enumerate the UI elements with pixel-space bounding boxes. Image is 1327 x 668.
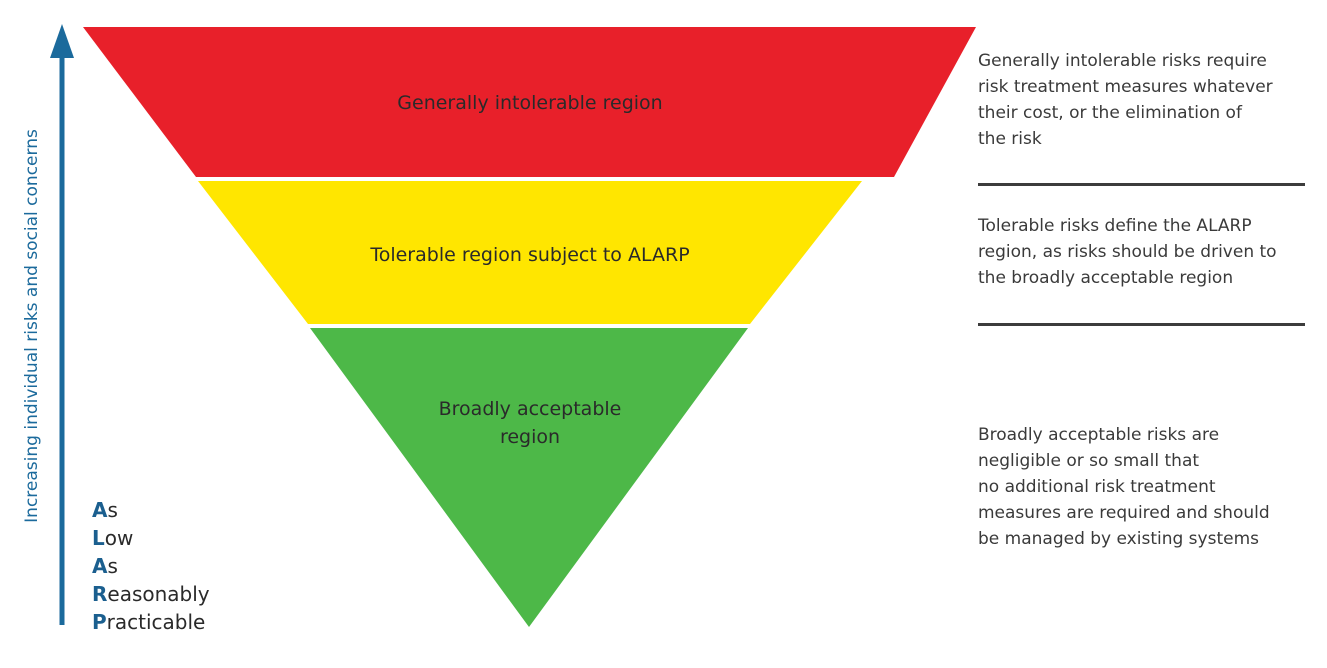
- acronym-row: As: [92, 496, 210, 524]
- acronym-row: Reasonably: [92, 580, 210, 608]
- acronym-initial: R: [92, 582, 108, 606]
- acceptable-region: [310, 328, 748, 627]
- tolerable-region: [198, 181, 862, 324]
- acceptable-region-label-line1: Broadly acceptable: [439, 398, 622, 420]
- risk-axis-arrow-head: [50, 24, 74, 58]
- tolerable-description: Tolerable risks define the ALARP region,…: [978, 213, 1313, 291]
- intolerable-region: [83, 27, 976, 177]
- description-line: be managed by existing systems: [978, 529, 1259, 549]
- tolerable-region-label: Tolerable region subject to ALARP: [369, 244, 689, 266]
- acronym-rest: s: [107, 554, 118, 578]
- description-line: region, as risks should be driven to: [978, 242, 1277, 262]
- intolerable-description: Generally intolerable risks require risk…: [978, 48, 1313, 152]
- divider-line: [978, 183, 1305, 186]
- description-line: measures are required and should: [978, 503, 1270, 523]
- acceptable-region-label-line2: region: [500, 426, 560, 448]
- acronym-rest: racticable: [106, 610, 206, 634]
- acronym-initial: L: [92, 526, 105, 550]
- acronym-row: As: [92, 552, 210, 580]
- risk-axis-label: Increasing individual risks and social c…: [22, 129, 42, 523]
- acronym-initial: A: [92, 554, 108, 578]
- intolerable-region-label: Generally intolerable region: [397, 92, 662, 114]
- acronym-initial: P: [92, 610, 107, 634]
- acronym-row: Low: [92, 524, 210, 552]
- acronym-rest: ow: [104, 526, 134, 550]
- acronym-row: Practicable: [92, 608, 210, 636]
- description-line: Tolerable risks define the ALARP: [978, 216, 1252, 236]
- acceptable-description: Broadly acceptable risks are negligible …: [978, 422, 1313, 552]
- description-line: the broadly acceptable region: [978, 268, 1234, 288]
- description-line: Broadly acceptable risks are: [978, 425, 1220, 445]
- description-line: risk treatment measures whatever: [978, 77, 1273, 97]
- acronym-rest: easonably: [107, 582, 210, 606]
- description-line: no additional risk treatment: [978, 477, 1216, 497]
- description-line: their cost, or the elimination of: [978, 103, 1242, 123]
- acronym-initial: A: [92, 498, 108, 522]
- description-line: negligible or so small that: [978, 451, 1200, 471]
- acronym-rest: s: [107, 498, 118, 522]
- description-line: Generally intolerable risks require: [978, 51, 1267, 71]
- divider-line: [978, 323, 1305, 326]
- alarp-acronym: As Low As Reasonably Practicable: [92, 496, 210, 636]
- description-line: the risk: [978, 129, 1042, 149]
